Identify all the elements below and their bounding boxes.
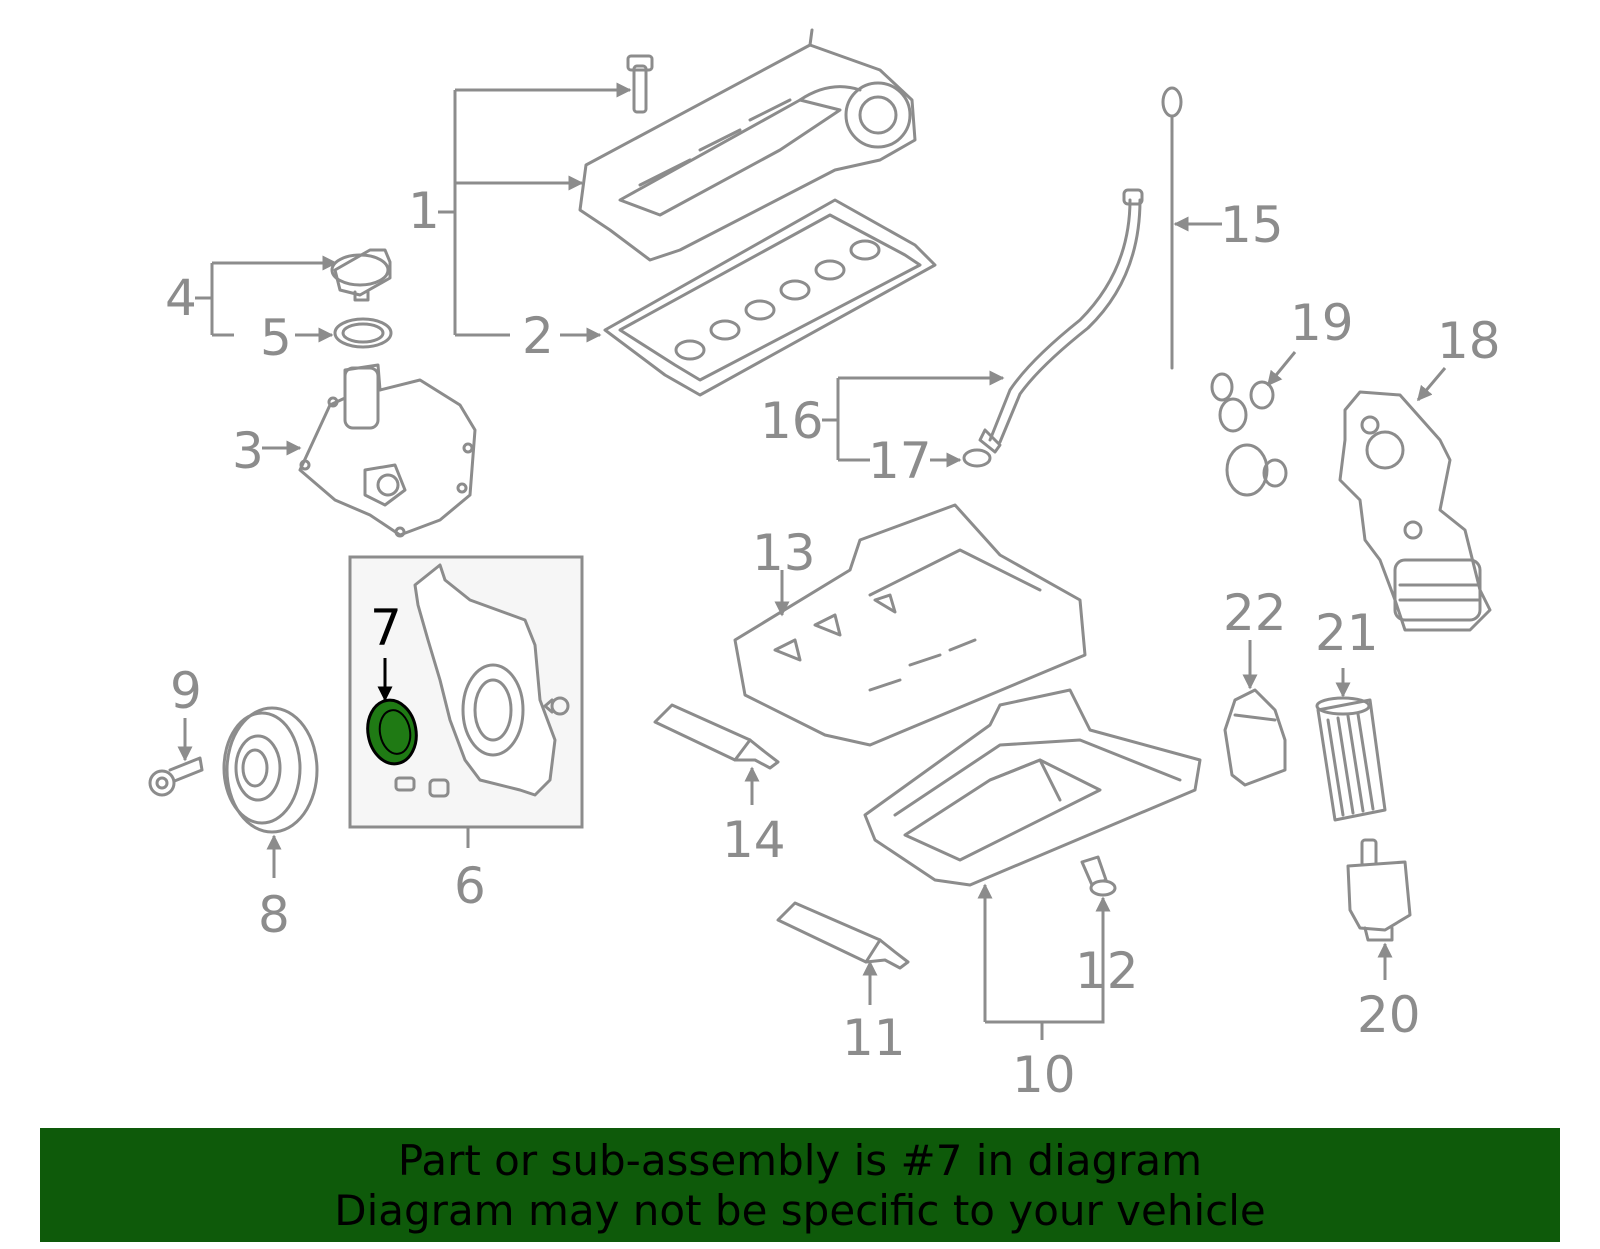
part-22-filter-cap [1223,688,1287,787]
banner-line-1: Part or sub-assembly is #7 in diagram [397,1136,1203,1185]
callout-9: 9 [170,662,202,720]
callout-8: 8 [258,886,290,944]
part-20-valve [1346,838,1412,942]
callout-7: 7 [370,599,402,657]
callout-10: 10 [1012,1046,1076,1104]
callout-15: 15 [1220,196,1284,254]
part-3-timing-cover [298,363,477,538]
part-1-valve-cover [578,28,917,262]
banner-line-2: Diagram may not be specific to your vehi… [334,1186,1266,1235]
part-13-oil-baffle [733,503,1087,747]
part-12-drain-plug [1080,855,1117,897]
callout-17: 17 [868,432,932,490]
callout-11: 11 [842,1009,906,1067]
part-2-gasket [603,198,937,397]
part-9-pulley-bolt [148,756,204,797]
callout-20: 20 [1357,986,1421,1044]
callout-2: 2 [522,307,554,365]
callout-13: 13 [752,524,816,582]
callout-12: 12 [1075,942,1139,1000]
part-6-front-cover [394,563,570,798]
part-18-filter-housing [1338,390,1492,632]
part-15-dipstick [1161,86,1183,370]
callout-18: 18 [1437,312,1501,370]
callout-14: 14 [722,811,786,869]
part-10-oil-pan [863,688,1202,887]
callout-5: 5 [260,309,292,367]
part-21-filter-element [1315,696,1387,822]
part-17-oring [962,448,992,468]
part-16-dipstick-tube [978,188,1144,454]
part-8-crank-pulley [222,706,319,834]
part-19-seals [1210,372,1288,497]
callout-22: 22 [1223,584,1287,642]
part-14-sealant-tube [653,703,780,770]
part-4-oil-cap [330,248,392,302]
callout-16: 16 [760,392,824,450]
callout-21: 21 [1315,604,1379,662]
part-5-cap-seal [333,317,393,349]
callout-3: 3 [232,422,264,480]
callout-4: 4 [165,269,197,327]
part-11-sealant-tube [776,901,910,970]
callout-1: 1 [408,182,440,240]
callout-19: 19 [1290,294,1354,352]
callout-6: 6 [454,857,486,915]
part-1-leaders [438,82,632,337]
info-banner: Part or sub-assembly is #7 in diagram Di… [40,1128,1560,1242]
